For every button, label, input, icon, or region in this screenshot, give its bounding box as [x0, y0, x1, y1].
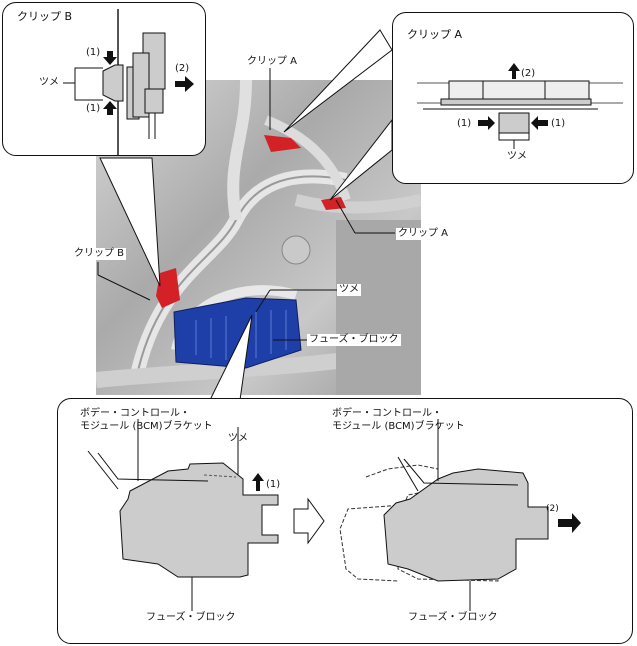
clip-a-top-marker: [264, 135, 301, 152]
clip-b-diagram: [63, 9, 194, 155]
step2: (2): [175, 63, 190, 74]
label-clip-a-right: クリップ A: [396, 228, 451, 240]
fuse-block-diagram: [87, 419, 581, 611]
step1-left: (1): [457, 118, 472, 129]
fuse-block-label-right: フューズ・ブロック: [408, 612, 498, 623]
arrow-right-icon: [175, 76, 194, 92]
clip-b-marker: [156, 268, 180, 308]
step1-bottom: (1): [86, 103, 101, 114]
fuse-block: [173, 297, 302, 369]
inset-clip-b-title: クリップ B: [17, 10, 73, 23]
bracket-label-right-2: モジュール (BCM)ブラケット: [332, 421, 465, 432]
tab-label-left: ツメ: [228, 433, 248, 444]
label-tab: ツメ: [337, 284, 361, 296]
inset-fuse-block-removal: ボデー・コントロール・ モジュール (BCM)ブラケット ツメ (1) フューズ…: [57, 398, 633, 644]
bracket-label-right-1: ボデー・コントロール・: [332, 408, 442, 419]
arrow-down-icon: [103, 51, 117, 65]
step1-top: (1): [86, 47, 101, 58]
arrow-up-icon: [508, 63, 520, 79]
arrow-up-icon: [252, 473, 264, 491]
step1-right: (1): [551, 118, 566, 129]
vehicle-photo: [96, 80, 421, 395]
label-fuse-block: フューズ・ブロック: [307, 334, 401, 346]
inset-clip-a-title: クリップ A: [407, 28, 463, 41]
tab-label: ツメ: [39, 77, 59, 88]
bracket-label-left-1: ボデー・コントロール・: [80, 408, 190, 419]
label-clip-a-top: クリップ A: [245, 56, 300, 68]
arrow-right-icon: [478, 116, 495, 130]
step1-left: (1): [266, 479, 281, 490]
bracket-label-left-2: モジュール (BCM)ブラケット: [80, 421, 213, 432]
tab-label: ツメ: [507, 151, 527, 162]
fuse-block-label-left: フューズ・ブロック: [146, 612, 236, 623]
hollow-arrow-right-icon: [293, 497, 325, 545]
step2-right: (2): [546, 504, 559, 514]
panel: [336, 220, 421, 395]
inset-clip-b: クリップ B (1) (1) (2) ツメ: [2, 2, 206, 156]
photo-illustration: [96, 80, 421, 395]
arrow-up-icon: [103, 101, 117, 115]
label-clip-b: クリップ B: [72, 248, 127, 260]
clip-a-diagram: [417, 63, 623, 149]
inset-clip-a: クリップ A (2) (1) (1) ツメ: [392, 12, 634, 184]
step2: (2): [521, 68, 536, 79]
arrow-right-icon: [558, 513, 581, 533]
arrow-left-icon: [531, 116, 548, 130]
